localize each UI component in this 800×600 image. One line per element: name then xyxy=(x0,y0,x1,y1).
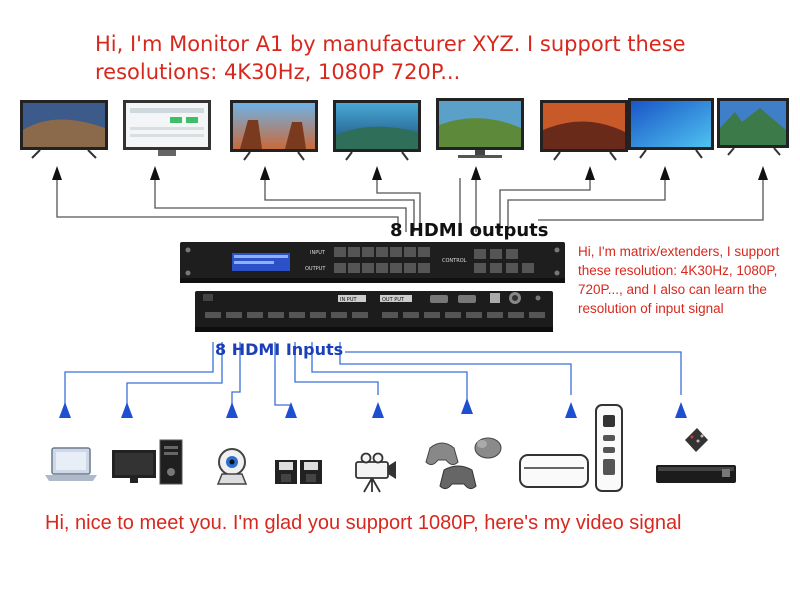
output-arrowheads xyxy=(52,166,768,180)
hdmi-outputs-label: 8 HDMI outputs xyxy=(390,220,549,241)
input-arrowheads xyxy=(59,398,687,418)
hdmi-inputs-label: 8 HDMI Inputs xyxy=(215,340,344,359)
display-6 xyxy=(540,100,628,161)
display-8 xyxy=(717,98,789,156)
matrix-rear-panel: IN PUT OUT PUT xyxy=(195,291,553,332)
monitor-message: Hi, I'm Monitor A1 by manufacturer XYZ. … xyxy=(95,32,686,84)
webcam-icon xyxy=(216,448,248,485)
out-put-label: OUT PUT xyxy=(382,297,405,303)
control-label: CONTROL xyxy=(442,258,467,264)
in-put-label: IN PUT xyxy=(340,297,357,303)
game-controller-icon xyxy=(425,437,502,490)
matrix-buttons xyxy=(334,247,534,273)
matrix-message: Hi, I'm matrix/extenders, I support thes… xyxy=(578,244,780,316)
camera-icon xyxy=(355,452,396,493)
floppy-disk-icon xyxy=(275,460,322,484)
display-5 xyxy=(436,98,524,158)
output-label: OUTPUT xyxy=(305,266,326,272)
input-label: INPUT xyxy=(310,250,326,256)
source-message: Hi, nice to meet you. I'm glad you suppo… xyxy=(45,512,682,534)
matrix-switcher: INPUT OUTPUT CONTROL xyxy=(180,242,565,283)
output-connection-lines xyxy=(56,178,764,232)
display-2 xyxy=(123,100,211,156)
laptop-icon xyxy=(45,447,97,481)
remote-receiver-icon xyxy=(656,428,736,483)
display-1 xyxy=(20,100,108,159)
display-3 xyxy=(230,100,318,161)
set-top-box-icon xyxy=(519,404,623,492)
display-4 xyxy=(333,100,421,161)
input-connection-lines xyxy=(64,342,682,412)
display-7 xyxy=(628,98,714,159)
desktop-pc-icon xyxy=(112,439,183,485)
hdmi-ports xyxy=(205,312,545,318)
